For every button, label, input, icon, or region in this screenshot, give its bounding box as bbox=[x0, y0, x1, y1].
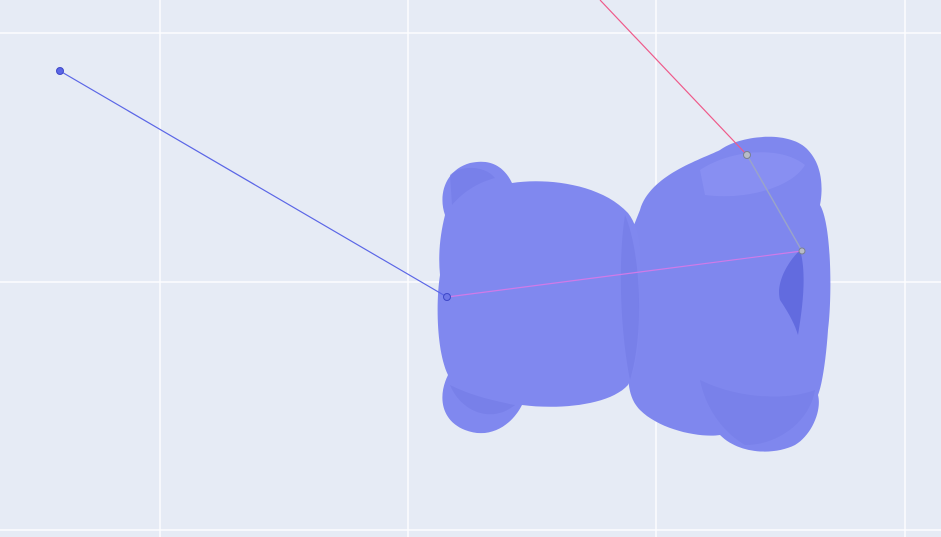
bear-shade-bottom-left bbox=[450, 385, 515, 415]
measure-point-handle[interactable] bbox=[443, 293, 451, 301]
measure-point-handle[interactable] bbox=[56, 67, 64, 75]
bear-front-body bbox=[437, 161, 641, 434]
red-measure-line bbox=[599, 0, 748, 156]
bear-highlight-top bbox=[700, 152, 805, 197]
gray-measure-line bbox=[746, 154, 803, 252]
bear-back-body bbox=[626, 136, 831, 452]
bear-shade-waist bbox=[620, 215, 640, 380]
gummy-bear-model[interactable] bbox=[437, 136, 831, 452]
measurement-overlay[interactable] bbox=[56, 0, 806, 301]
blue-measure-line bbox=[59, 70, 448, 298]
magenta-measure-line bbox=[446, 250, 803, 298]
bear-shade-left-ear bbox=[450, 167, 495, 205]
bear-shade-right-bottom bbox=[700, 380, 815, 445]
bear-shade-right-face bbox=[779, 250, 804, 335]
measure-point-handle[interactable] bbox=[743, 151, 751, 159]
measure-point-handle[interactable] bbox=[798, 247, 806, 255]
